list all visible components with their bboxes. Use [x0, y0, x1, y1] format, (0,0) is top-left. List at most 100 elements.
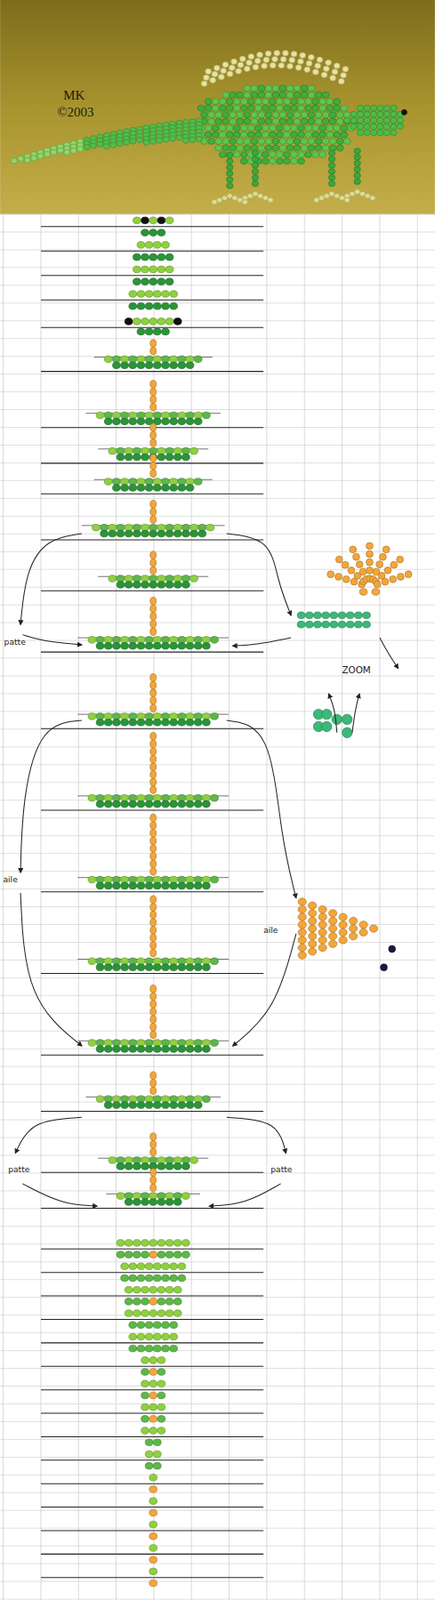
wing-bead [318, 921, 327, 929]
bead [133, 253, 142, 261]
bead [120, 876, 129, 884]
photo-bead [240, 104, 248, 112]
wing-tip [380, 964, 388, 972]
zoom-bead [341, 727, 352, 738]
row-line [40, 1208, 264, 1209]
bead [169, 636, 178, 645]
bead [165, 1163, 174, 1171]
photo-bead [343, 137, 351, 145]
photo-bead [254, 125, 262, 132]
wing-bead [308, 925, 317, 933]
bead [210, 876, 219, 884]
part-label: patte [4, 636, 26, 647]
row-line [40, 274, 264, 276]
bead [96, 1095, 105, 1104]
grid-line [0, 587, 435, 589]
bead [165, 1251, 174, 1259]
bead [157, 1392, 166, 1400]
photo-spike [226, 71, 234, 77]
bead [157, 1416, 166, 1424]
bead [173, 1192, 182, 1201]
wing-bead [338, 913, 347, 921]
bead [120, 1039, 129, 1048]
photo-bead [300, 91, 308, 98]
bead [124, 318, 133, 326]
bead [104, 1039, 113, 1048]
photo-bead [333, 98, 341, 105]
bead [193, 1046, 202, 1054]
bead [96, 719, 105, 727]
bead [322, 620, 331, 629]
grid-line [0, 942, 435, 943]
photo-spike [289, 56, 296, 63]
photo-bead [300, 137, 308, 145]
bead [141, 530, 150, 538]
grid-line [0, 870, 435, 872]
photo-bead [300, 118, 308, 125]
photo-bead [197, 104, 205, 112]
row-line [40, 1389, 264, 1391]
bead [96, 794, 105, 802]
photo-leg [354, 172, 361, 178]
photo-bead [314, 91, 323, 98]
bead [161, 302, 170, 310]
bead [136, 484, 145, 492]
photo-eye [401, 109, 407, 115]
photo-bead [276, 158, 284, 165]
bead [182, 1240, 191, 1248]
photo-bead [298, 125, 306, 132]
spike-bead [150, 867, 157, 876]
row-line [40, 1436, 264, 1438]
bead [182, 1163, 191, 1171]
photo-bead [279, 91, 287, 98]
photo-bead [222, 118, 230, 125]
bead [153, 964, 162, 972]
photo-bead [383, 111, 390, 118]
bead [169, 882, 178, 890]
photo-bead [344, 117, 351, 124]
bead [116, 575, 125, 583]
bead [120, 1263, 129, 1271]
bead [149, 1579, 158, 1587]
bead [128, 794, 137, 802]
photo-bead [250, 118, 258, 125]
bead [173, 1199, 182, 1207]
photo-bead [247, 131, 255, 138]
bead [149, 1568, 158, 1576]
fan-bead [335, 555, 343, 564]
bead [141, 1192, 150, 1201]
photo-leg [226, 164, 234, 170]
grid-line [0, 1421, 435, 1423]
photo-leg [328, 174, 335, 180]
bead [124, 1240, 133, 1248]
bead [141, 318, 150, 326]
bead [177, 958, 186, 966]
bead [141, 1240, 150, 1248]
bead [145, 484, 154, 492]
bead [120, 794, 129, 802]
bead [157, 1286, 166, 1294]
photo-bead [215, 137, 223, 145]
photo-bead [279, 137, 287, 145]
bead [128, 882, 137, 890]
bead [177, 800, 186, 808]
photo-bead [336, 112, 344, 119]
bead [165, 453, 174, 461]
bead [185, 719, 194, 727]
bead [88, 876, 97, 884]
bead [165, 318, 174, 326]
photo-bead [233, 151, 241, 158]
bead [136, 1046, 145, 1054]
bead [88, 713, 97, 721]
bead [161, 1321, 170, 1330]
row-line [40, 493, 264, 495]
bead [161, 794, 170, 802]
bead [161, 478, 170, 486]
photo-bead [269, 158, 277, 165]
bead [165, 1192, 174, 1201]
photo-background [0, 0, 435, 215]
photo-bead [229, 118, 237, 125]
grid-line [0, 515, 435, 517]
bead [153, 713, 162, 721]
copyright-mark: ©2003 [56, 104, 94, 121]
